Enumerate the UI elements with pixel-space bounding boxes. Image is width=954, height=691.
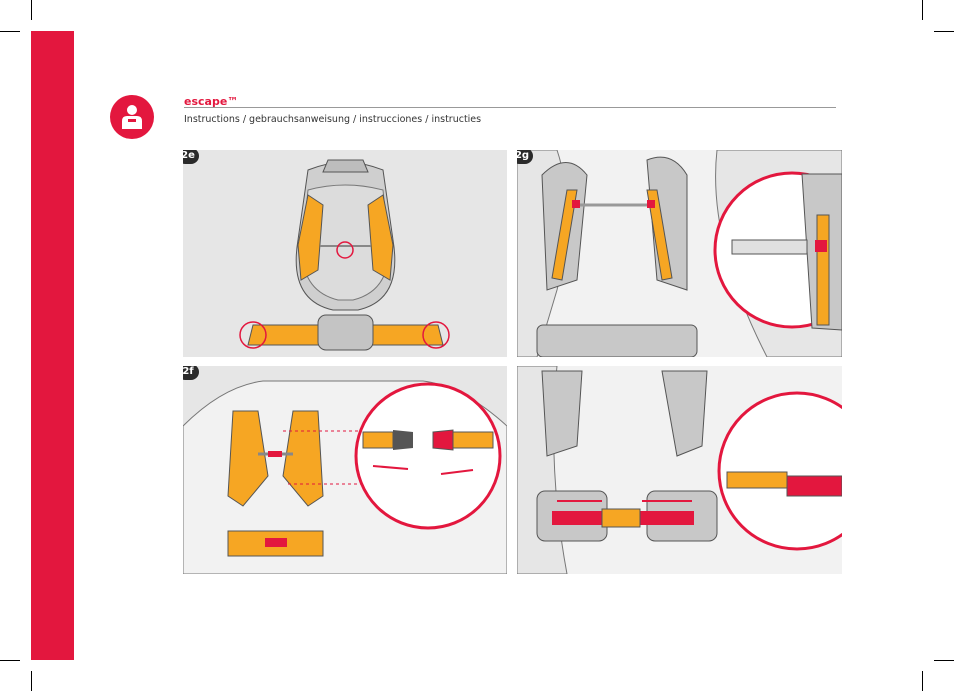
person-manual-icon xyxy=(110,95,154,139)
crop-mark xyxy=(922,671,923,691)
brand-title: escape™ xyxy=(184,95,239,108)
step-2g-illustration: 2g xyxy=(517,150,842,357)
crop-mark xyxy=(0,660,20,661)
crop-mark xyxy=(934,660,954,661)
step-belt-illustration xyxy=(517,366,842,574)
step-2e-illustration: 2e xyxy=(183,150,507,357)
step-2f-illustration: 2f xyxy=(183,366,507,574)
crop-mark xyxy=(31,0,32,20)
step-label: 2e xyxy=(183,150,199,164)
side-color-bar xyxy=(31,31,74,660)
page-subtitle: Instructions / gebrauchsanweisung / inst… xyxy=(184,114,482,125)
crop-mark xyxy=(934,31,954,32)
step-label: 2g xyxy=(517,150,533,164)
header-divider xyxy=(184,107,836,108)
crop-mark xyxy=(0,31,20,32)
crop-mark xyxy=(922,0,923,20)
step-label: 2f xyxy=(183,366,199,380)
crop-mark xyxy=(31,671,32,691)
